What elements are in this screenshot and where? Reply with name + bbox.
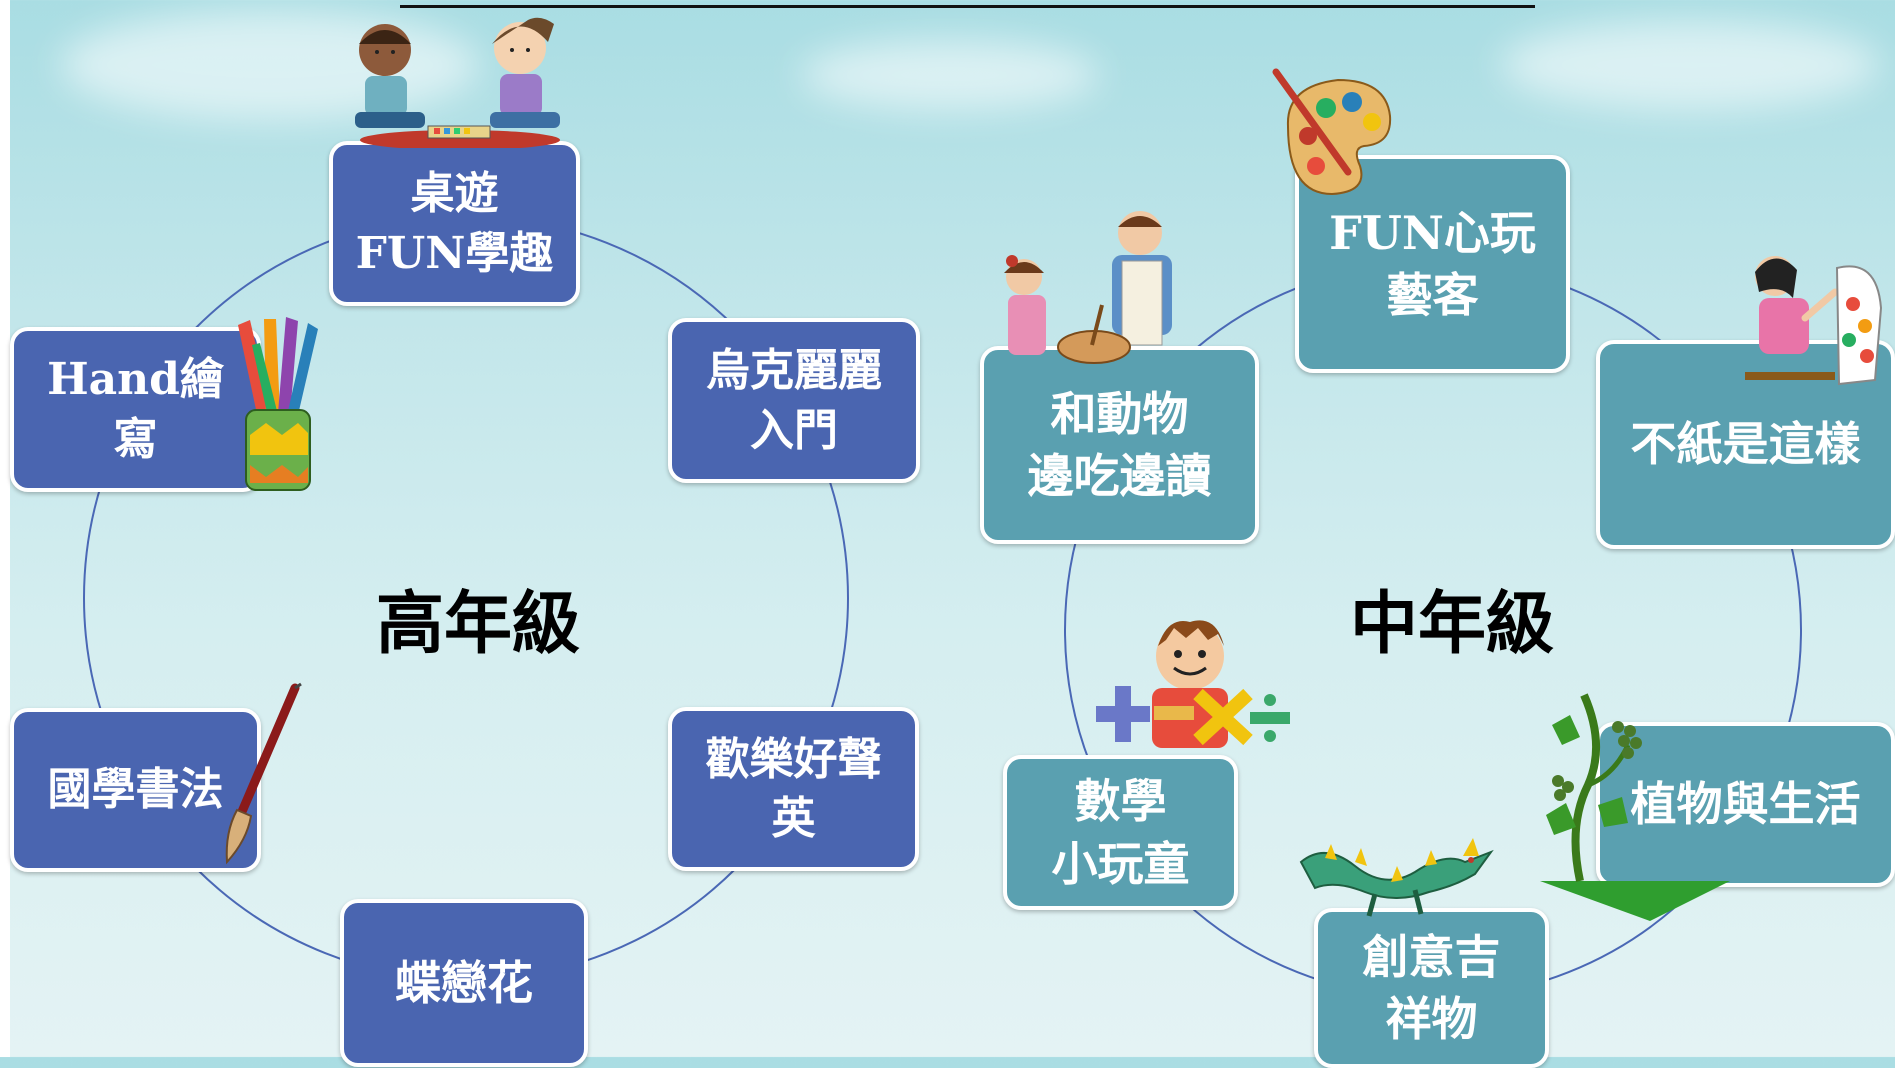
high-item-line: Hand繪 xyxy=(47,354,224,406)
high-item-line: 烏克麗麗 xyxy=(706,345,882,397)
high-item-line: 歡樂好聲 xyxy=(705,733,882,785)
high-item-line: 桌遊 xyxy=(410,168,499,220)
high-item-board-game[interactable]: 桌遊 FUN學趣 xyxy=(329,141,580,306)
math-boy-icon xyxy=(1096,620,1290,748)
high-item-calligraphy[interactable]: 國學書法 xyxy=(10,708,261,872)
background-cloud xyxy=(60,10,480,120)
paint-palette-icon xyxy=(1272,68,1392,196)
middle-item-plants[interactable]: 植物與生活 xyxy=(1596,722,1895,887)
background-cloud xyxy=(800,40,1100,110)
middle-item-line: 祥物 xyxy=(1385,992,1478,1046)
high-item-butterfly[interactable]: 蝶戀花 xyxy=(340,899,588,1067)
high-grade-label: 高年級 xyxy=(376,584,581,664)
left-margin xyxy=(0,0,10,1057)
high-item-hand-drawing[interactable]: Hand繪 寫 xyxy=(10,327,261,492)
high-item-ukulele[interactable]: 烏克麗麗 入門 xyxy=(668,318,920,483)
high-item-line: 入門 xyxy=(750,404,838,456)
board-game-kids-icon xyxy=(355,17,560,148)
middle-grade-label: 中年級 xyxy=(1350,584,1555,664)
dragon-icon xyxy=(1299,838,1494,917)
high-item-line: 國學書法 xyxy=(47,764,224,816)
pencil-cup-icon xyxy=(238,317,318,491)
middle-item-line: 和動物 xyxy=(1050,386,1189,441)
middle-item-line: 不紙是這樣 xyxy=(1630,417,1861,472)
background-cloud xyxy=(1500,20,1880,110)
high-item-line: 英 xyxy=(771,793,816,844)
title-underline xyxy=(400,5,1535,8)
calligraphy-brush-icon xyxy=(225,682,302,865)
middle-item-line: 數學 xyxy=(1074,774,1167,829)
painting-woman-icon xyxy=(1745,256,1883,386)
middle-item-line: 小玩童 xyxy=(1051,836,1190,891)
middle-item-animals[interactable]: 和動物 邊吃邊讀 xyxy=(980,346,1259,544)
high-item-line: FUN學趣 xyxy=(355,227,554,279)
middle-item-math[interactable]: 數學 小玩童 xyxy=(1003,755,1238,910)
middle-item-line: FUN心玩 xyxy=(1329,205,1536,260)
middle-item-line: 創意吉 xyxy=(1362,929,1501,984)
title-cutoff xyxy=(400,0,1535,8)
middle-item-line: 植物與生活 xyxy=(1630,777,1861,832)
cooking-family-icon xyxy=(1004,211,1172,364)
high-item-line: 蝶戀花 xyxy=(395,955,533,1010)
middle-item-line: 邊吃邊讀 xyxy=(1027,449,1212,503)
high-item-line: 寫 xyxy=(113,413,158,465)
middle-item-mascot[interactable]: 創意吉 祥物 xyxy=(1314,908,1549,1068)
middle-item-fun-art[interactable]: FUN心玩 藝客 xyxy=(1295,155,1570,373)
grape-vine-icon xyxy=(1540,693,1730,921)
middle-item-line: 藝客 xyxy=(1386,268,1479,322)
high-item-english[interactable]: 歡樂好聲 英 xyxy=(668,707,919,871)
